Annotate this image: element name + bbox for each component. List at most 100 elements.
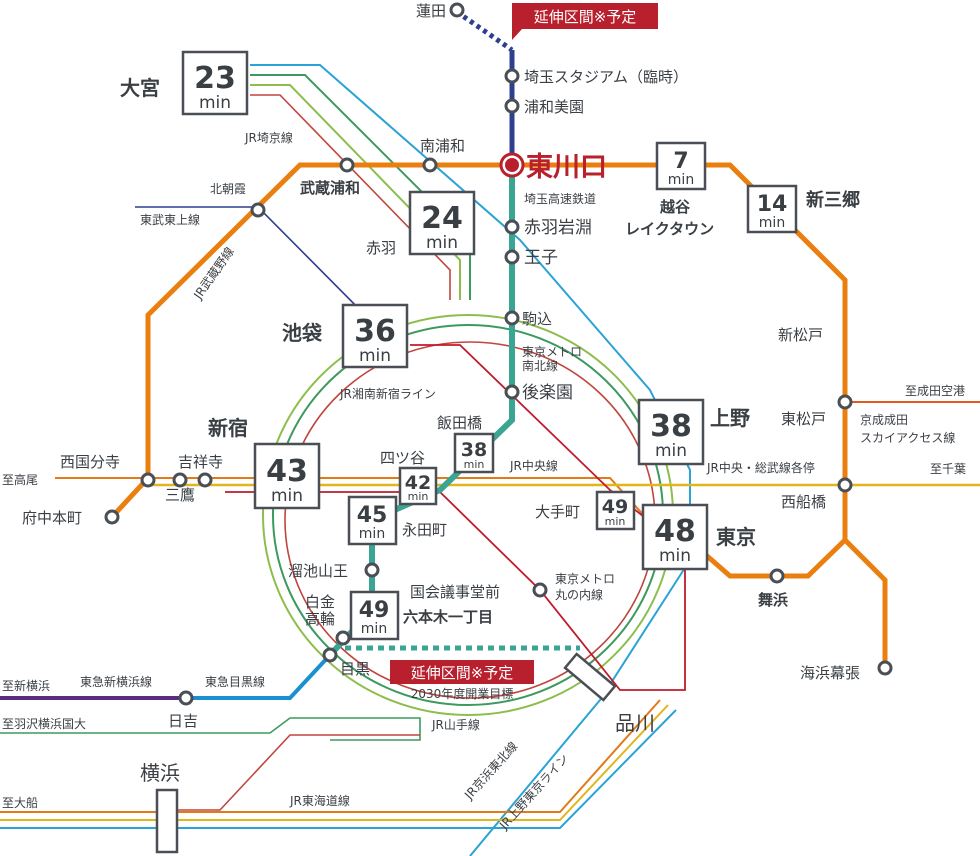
svg-text:東急目黒線: 東急目黒線 [205, 674, 265, 689]
svg-text:至高尾: 至高尾 [2, 472, 38, 487]
svg-text:min: min [659, 546, 691, 566]
svg-text:南北線: 南北線 [522, 358, 558, 373]
svg-text:JR中央・総武線各停: JR中央・総武線各停 [706, 460, 815, 475]
svg-text:JR山手線: JR山手線 [431, 717, 480, 732]
svg-text:埼玉スタジアム（臨時）: 埼玉スタジアム（臨時） [524, 68, 688, 86]
svg-text:JR東海道線: JR東海道線 [289, 793, 350, 808]
yokohama-marker[interactable] [155, 788, 179, 854]
svg-text:溜池山王: 溜池山王 [288, 562, 348, 580]
svg-text:レイクタウン: レイクタウン [625, 220, 714, 238]
svg-text:国会議事堂前: 国会議事堂前 [410, 583, 500, 601]
extension-badge-bottom: 延伸区間※予定 2030年度開業目標 [390, 660, 534, 701]
svg-text:min: min [605, 515, 626, 528]
svg-text:京成成田: 京成成田 [860, 413, 908, 427]
svg-text:永田町: 永田町 [402, 521, 447, 539]
svg-text:min: min [359, 346, 391, 366]
station-markers [104, 2, 893, 706]
svg-text:高輪: 高輪 [305, 610, 335, 628]
svg-text:延伸区間※予定: 延伸区間※予定 [411, 664, 514, 682]
svg-text:38: 38 [461, 439, 487, 461]
svg-text:埼玉高速鉄道: 埼玉高速鉄道 [524, 191, 596, 206]
svg-text:7: 7 [673, 149, 688, 174]
svg-text:目黒: 目黒 [340, 660, 370, 678]
svg-text:赤羽: 赤羽 [366, 239, 396, 257]
svg-text:新三郷: 新三郷 [806, 189, 860, 211]
chuo-line [55, 477, 649, 521]
svg-text:min: min [426, 233, 458, 253]
svg-text:2030年度開業目標: 2030年度開業目標 [411, 686, 514, 701]
svg-text:東京: 東京 [716, 525, 756, 549]
svg-text:JR湘南新宿ライン: JR湘南新宿ライン [339, 386, 436, 401]
svg-text:品川: 品川 [615, 711, 655, 735]
saitama-railway-extension [455, 9, 514, 53]
svg-text:min: min [199, 93, 231, 113]
svg-text:東武東上線: 東武東上線 [140, 212, 200, 227]
svg-text:min: min [359, 526, 385, 542]
svg-text:南浦和: 南浦和 [420, 137, 465, 155]
svg-text:日吉: 日吉 [168, 712, 198, 730]
svg-text:西国分寺: 西国分寺 [60, 453, 120, 471]
svg-text:43: 43 [266, 454, 308, 489]
svg-text:浦和美園: 浦和美園 [524, 98, 584, 116]
svg-text:38: 38 [650, 409, 692, 444]
svg-text:東京メトロ: 東京メトロ [522, 345, 582, 359]
svg-text:東松戸: 東松戸 [781, 410, 826, 428]
svg-text:四ツ谷: 四ツ谷 [380, 449, 425, 467]
svg-text:49: 49 [602, 496, 628, 518]
svg-text:王子: 王子 [524, 248, 558, 268]
svg-text:北朝霞: 北朝霞 [210, 182, 246, 196]
svg-text:三鷹: 三鷹 [165, 486, 195, 504]
svg-text:至成田空港: 至成田空港 [905, 384, 965, 398]
destination-labels: 至高尾 至成田空港 至千葉 至新横浜 至羽沢横浜国大 至大船 [2, 384, 966, 810]
svg-text:大手町: 大手町 [535, 503, 580, 521]
svg-text:48: 48 [654, 514, 696, 549]
svg-text:後楽園: 後楽園 [522, 383, 573, 403]
svg-text:赤羽岩淵: 赤羽岩淵 [524, 218, 592, 238]
svg-text:上野: 上野 [710, 406, 750, 430]
svg-text:min: min [668, 172, 694, 188]
home-station-marker[interactable] [499, 152, 525, 178]
svg-text:東急新横浜線: 東急新横浜線 [80, 674, 152, 689]
svg-text:JR京浜東北線: JR京浜東北線 [460, 739, 520, 803]
svg-text:舞浜: 舞浜 [758, 591, 788, 609]
svg-text:吉祥寺: 吉祥寺 [178, 453, 223, 471]
svg-text:池袋: 池袋 [282, 321, 323, 345]
svg-text:23: 23 [194, 61, 236, 96]
svg-text:至羽沢横浜国大: 至羽沢横浜国大 [2, 717, 86, 731]
svg-text:越谷: 越谷 [659, 198, 691, 216]
svg-text:海浜幕張: 海浜幕張 [800, 664, 860, 682]
svg-text:東京メトロ: 東京メトロ [555, 572, 615, 586]
svg-text:36: 36 [354, 314, 396, 349]
svg-text:新松戸: 新松戸 [778, 326, 823, 344]
svg-text:新宿: 新宿 [208, 416, 248, 440]
svg-text:延伸区間※予定: 延伸区間※予定 [534, 8, 637, 26]
svg-text:42: 42 [405, 472, 431, 494]
svg-text:飯田橋: 飯田橋 [437, 414, 482, 432]
svg-text:14: 14 [757, 192, 788, 217]
svg-text:至千葉: 至千葉 [930, 462, 966, 476]
svg-text:駒込: 駒込 [522, 310, 552, 328]
svg-text:武蔵浦和: 武蔵浦和 [300, 179, 360, 197]
svg-text:min: min [408, 490, 429, 503]
shinagawa-marker[interactable] [563, 652, 617, 702]
svg-text:六本木一丁目: 六本木一丁目 [403, 608, 493, 626]
svg-text:min: min [759, 215, 785, 231]
svg-text:府中本町: 府中本町 [22, 509, 82, 527]
svg-text:東川口: 東川口 [526, 152, 607, 183]
extension-badge-top: 延伸区間※予定 [512, 3, 658, 40]
svg-text:min: min [361, 621, 387, 637]
svg-text:横浜: 横浜 [140, 761, 180, 785]
svg-text:min: min [655, 441, 687, 461]
svg-text:至新横浜: 至新横浜 [2, 678, 50, 693]
svg-text:45: 45 [357, 503, 388, 528]
svg-text:スカイアクセス線: スカイアクセス線 [860, 430, 955, 445]
